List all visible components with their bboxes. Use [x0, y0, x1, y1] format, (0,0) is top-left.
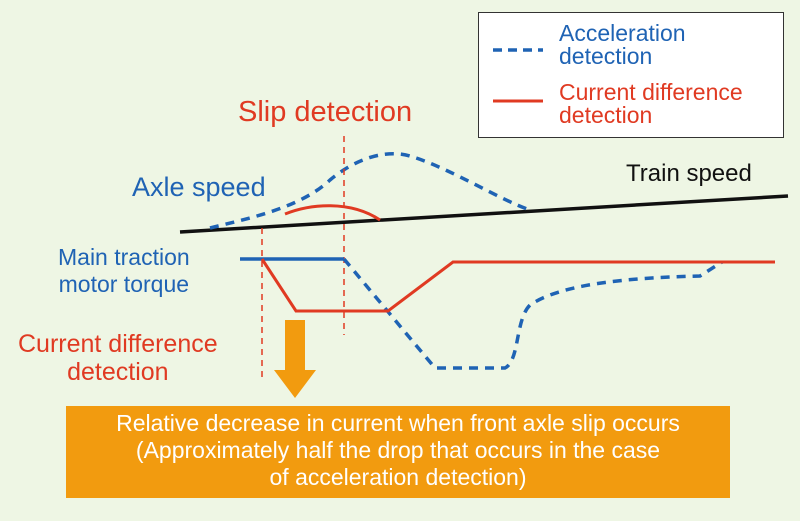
legend-current-difference-label: Current difference detection — [559, 81, 743, 127]
callout-box: Relative decrease in current when front … — [66, 406, 730, 498]
legend-acceleration-line-1: Acceleration — [559, 20, 686, 46]
axle-speed-current-difference-curve — [284, 204, 381, 222]
current-difference-detection-line-2: detection — [67, 358, 169, 386]
legend-swatches — [493, 48, 543, 103]
axle-speed-label: Axle speed — [132, 172, 266, 202]
legend: Acceleration detection Current differenc… — [478, 12, 784, 138]
axle-speed-acceleration-curve — [209, 152, 531, 230]
down-arrow-icon — [274, 320, 316, 398]
callout-line-3: of acceleration detection) — [269, 464, 527, 490]
legend-acceleration-label: Acceleration detection — [559, 22, 686, 68]
torque-current-difference-curve — [260, 258, 775, 313]
train-speed-label: Train speed — [626, 160, 752, 187]
legend-acceleration-line-2: detection — [559, 43, 653, 69]
train-speed-line — [179, 194, 789, 234]
slip-detection-label: Slip detection — [238, 96, 413, 128]
main-traction-torque-line-2: motor torque — [58, 271, 190, 297]
callout-line-2: (Approximately half the drop that occurs… — [135, 437, 661, 463]
current-difference-detection-line-1: Current difference — [18, 330, 218, 358]
main-traction-torque-label: Main traction motor torque — [58, 244, 190, 298]
legend-current-difference-line-2: detection — [559, 102, 653, 128]
legend-current-difference-line-1: Current difference — [559, 79, 743, 105]
current-difference-detection-label: Current difference detection — [18, 330, 218, 386]
main-traction-torque-line-1: Main traction — [58, 244, 190, 270]
callout-line-1: Relative decrease in current when front … — [116, 410, 680, 436]
torque-acceleration-curve — [342, 257, 723, 370]
